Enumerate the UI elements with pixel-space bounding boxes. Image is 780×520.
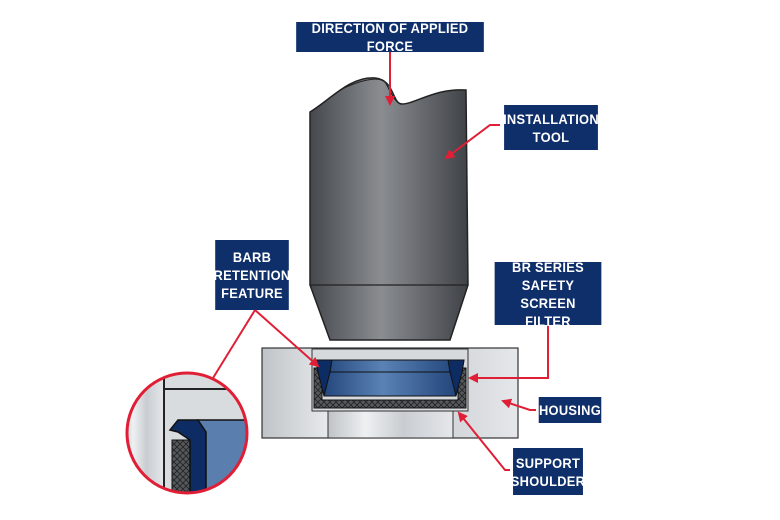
label-text: BR SERIES (512, 258, 584, 275)
label-text: BARB (232, 249, 272, 265)
barb-detail-line (212, 309, 256, 379)
label-text: FILTER (525, 312, 571, 329)
label-installation-tool: INSTALLATION TOOL (503, 105, 599, 150)
label-br-series-filter: BR SERIES SAFETY SCREEN FILTER (494, 259, 602, 329)
label-text: FEATURE (221, 285, 283, 301)
label-barb-retention-feature: BARB RETENTION FEATURE (213, 240, 291, 310)
barb-arrow (254, 309, 320, 368)
safety-screen-filter (313, 359, 467, 409)
filter-arrow (468, 325, 549, 383)
shoulder-arrow (457, 411, 510, 471)
label-text: SHOULDER (510, 472, 586, 489)
label-text: RETENTION (213, 267, 291, 283)
label-support-shoulder: SUPPORT SHOULDER (510, 448, 586, 495)
label-text: HOUSING (538, 402, 602, 418)
tool-arrow (444, 124, 500, 160)
barb-detail-magnifier (125, 371, 249, 495)
label-text: TOOL (532, 128, 570, 145)
label-text: DIRECTION OF APPLIED FORCE (311, 20, 469, 54)
label-text: INSTALLATION (503, 110, 599, 127)
label-housing: HOUSING (538, 397, 602, 423)
label-text: SUPPORT (515, 454, 581, 471)
label-text: SAFETY SCREEN (520, 276, 576, 311)
label-direction-of-applied-force: DIRECTION OF APPLIED FORCE (296, 20, 484, 54)
housing-arrow (501, 398, 536, 411)
installation-tool (309, 77, 469, 341)
